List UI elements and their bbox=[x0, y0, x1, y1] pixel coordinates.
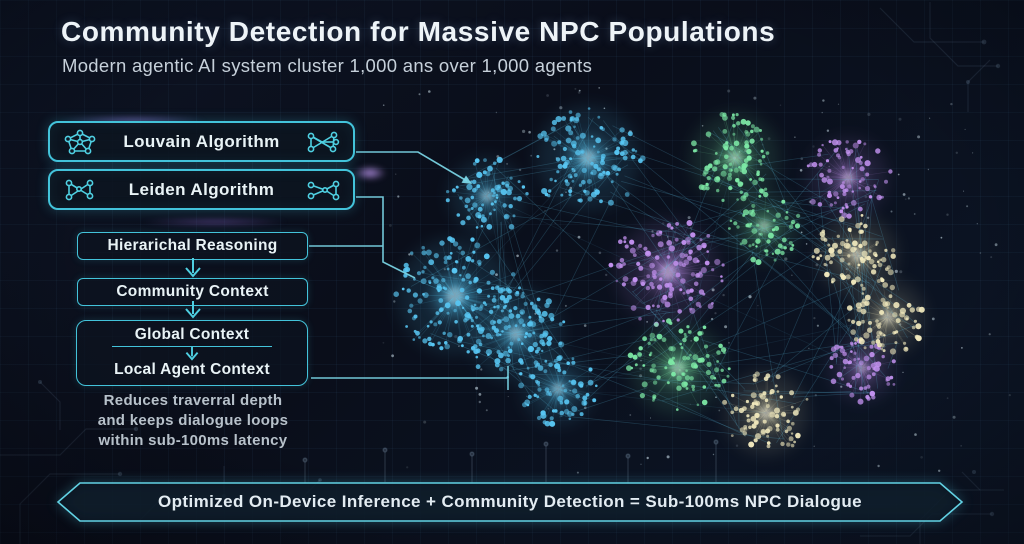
flow-step-community-context: Community Context bbox=[77, 278, 308, 306]
page-subtitle: Modern agentic AI system cluster 1,000 a… bbox=[62, 55, 593, 76]
caption-line: and keeps dialogue loops bbox=[97, 411, 289, 429]
flow-arrow-icon bbox=[185, 347, 199, 361]
network-graph-icon bbox=[64, 129, 96, 154]
algorithm-box-leiden: Leiden Algorithm bbox=[48, 169, 355, 210]
algorithm-label: Louvain Algorithm bbox=[123, 131, 280, 151]
flow-step-hierarchical-reasoning: Hierarichal Reasoning bbox=[77, 232, 308, 260]
flow-arrow-icon bbox=[185, 258, 201, 278]
flow-caption: Reduces traverral depth and keeps dialog… bbox=[46, 391, 340, 450]
algorithm-label: Leiden Algorithm bbox=[128, 179, 275, 199]
caption-line: Reduces traverral depth bbox=[103, 392, 283, 409]
purple-glow-streak bbox=[140, 218, 290, 226]
caption-line: within sub-100ms latency bbox=[98, 431, 288, 449]
separator-line bbox=[112, 346, 272, 347]
global-local-context-box: Global Context Local Agent Context bbox=[76, 320, 308, 386]
purple-glow-streak bbox=[352, 165, 388, 181]
network-graph-icon bbox=[307, 180, 340, 200]
local-agent-context-label: Local Agent Context bbox=[114, 361, 270, 378]
summary-banner: Optimized On-Device Inference + Communit… bbox=[56, 481, 964, 523]
banner-shape bbox=[56, 482, 964, 522]
banner-text: Optimized On-Device Inference + Communit… bbox=[158, 492, 862, 511]
global-context-label: Global Context bbox=[134, 326, 250, 343]
network-graph-icon bbox=[65, 179, 94, 200]
page-title: Community Detection for Massive NPC Popu… bbox=[61, 16, 776, 47]
algorithm-box-louvain: Louvain Algorithm bbox=[48, 121, 355, 162]
flow-arrow-icon bbox=[185, 301, 201, 319]
network-graph-icon bbox=[307, 131, 340, 152]
